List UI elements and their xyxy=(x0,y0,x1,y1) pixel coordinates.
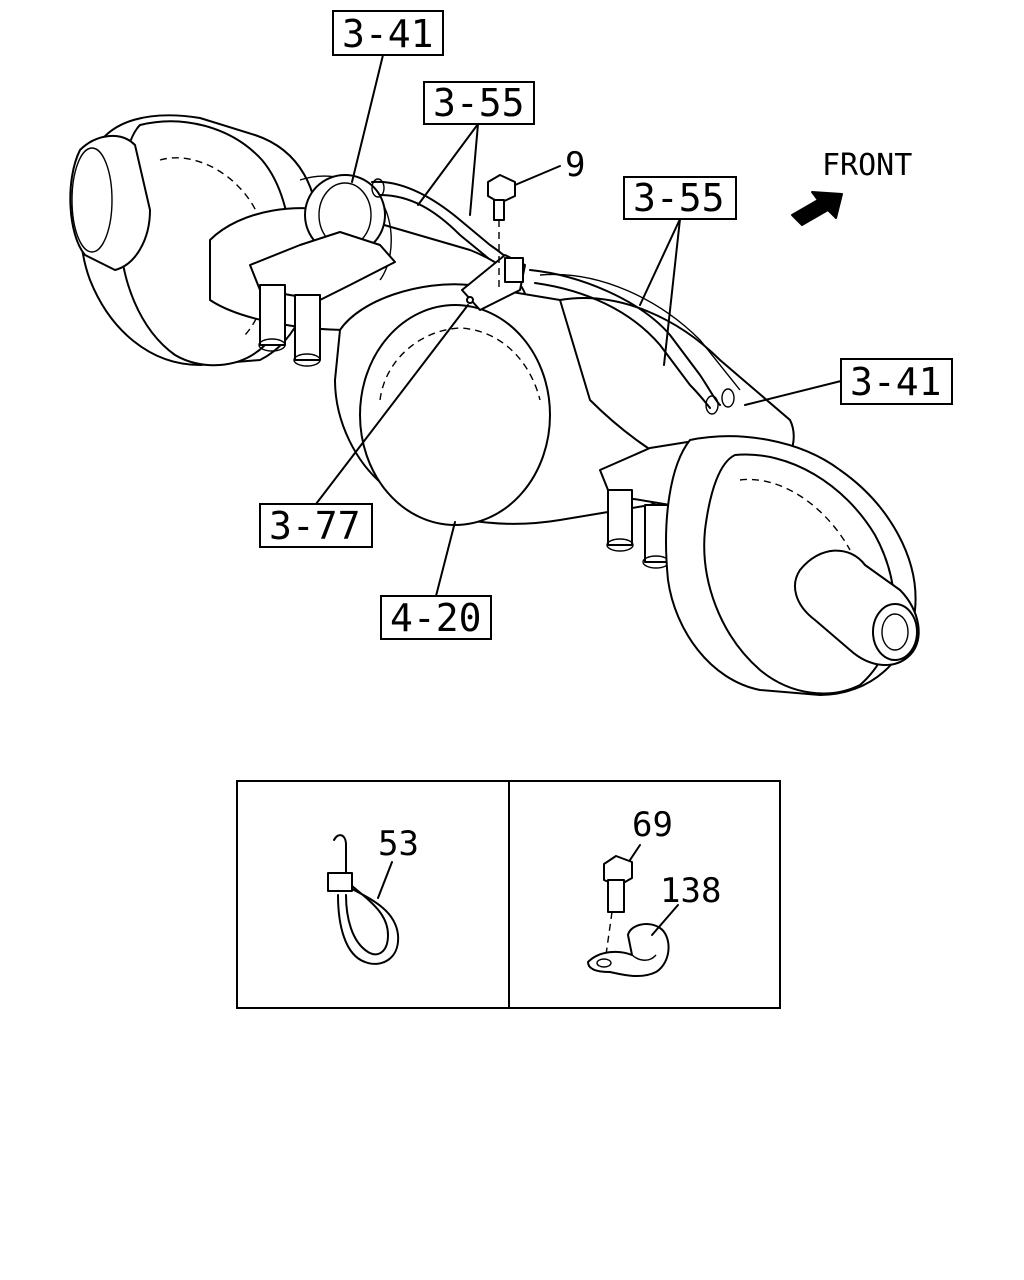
callout-3-41-top-label: 3-41 xyxy=(342,12,434,56)
callout-3-55-right-label: 3-55 xyxy=(633,176,725,220)
callout-part-9: 9 xyxy=(514,145,585,186)
spring-seat-left xyxy=(249,231,396,367)
callout-3-55-left: 3-55 xyxy=(417,81,535,216)
front-direction-arrow: FRONT xyxy=(791,148,912,226)
axle-assembly: FRONT xyxy=(69,114,920,696)
part-138-label: 138 xyxy=(660,871,721,911)
callout-3-77: 3-77 xyxy=(259,304,469,548)
bolt-9 xyxy=(487,174,516,290)
part-9-label: 9 xyxy=(565,145,585,185)
inset-panel: 53 69 138 xyxy=(236,780,781,1009)
cable-tie-53: 53 xyxy=(327,824,419,965)
front-label: FRONT xyxy=(822,148,912,183)
part-53-label: 53 xyxy=(378,824,419,864)
callout-3-77-label: 3-77 xyxy=(269,504,361,548)
callout-3-55-left-label: 3-55 xyxy=(433,81,525,125)
callout-3-41-right-label: 3-41 xyxy=(850,360,942,404)
brake-pipes xyxy=(371,178,735,415)
clip-138: 138 xyxy=(587,871,721,978)
junction-block xyxy=(461,254,526,311)
part-69-label: 69 xyxy=(632,805,673,845)
callout-4-20: 4-20 xyxy=(380,521,492,640)
callout-3-55-right: 3-55 xyxy=(623,176,737,366)
callout-3-41-right: 3-41 xyxy=(744,358,953,406)
callout-4-20-label: 4-20 xyxy=(390,596,482,640)
right-hub-drum xyxy=(665,435,920,696)
callout-3-41-top: 3-41 xyxy=(332,10,444,183)
spring-seat-right xyxy=(599,439,746,569)
